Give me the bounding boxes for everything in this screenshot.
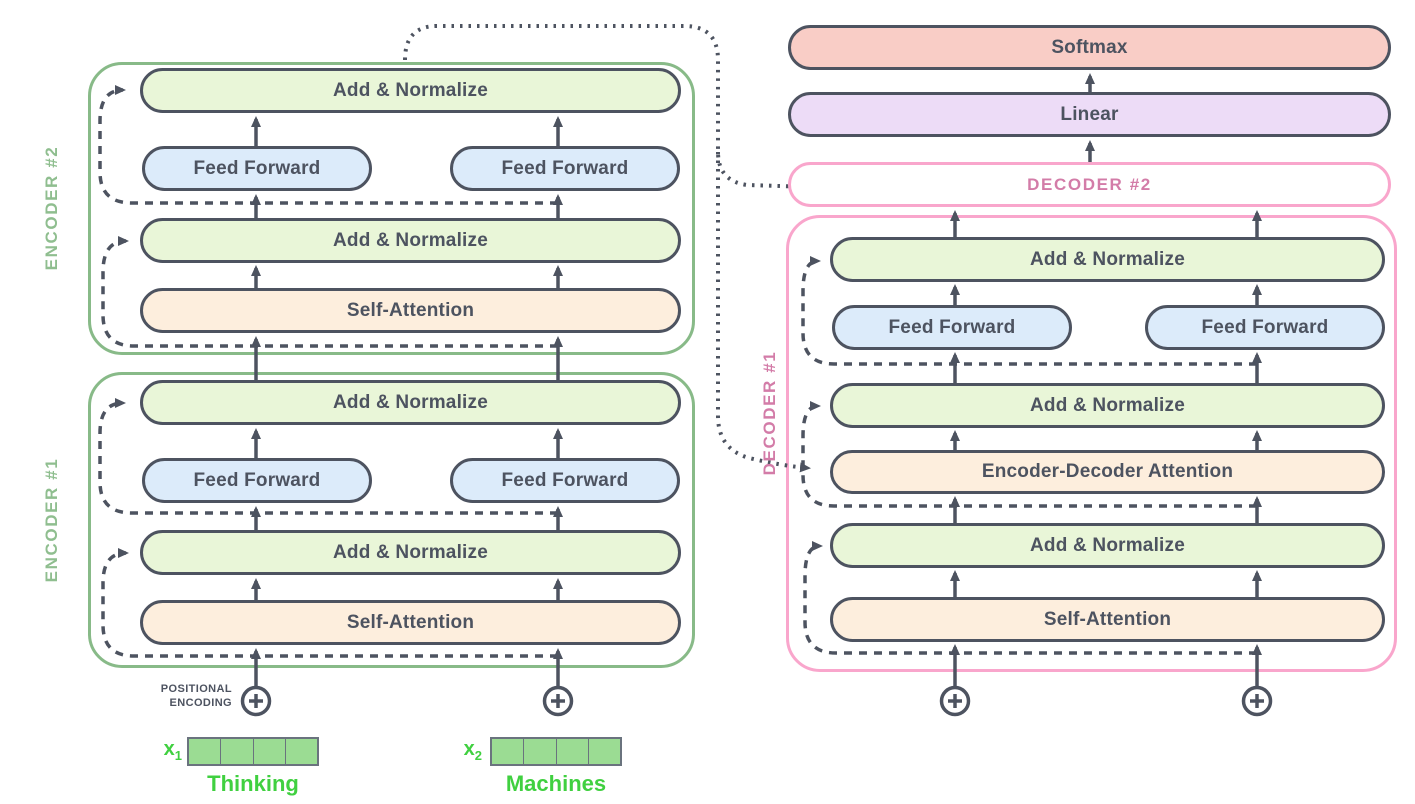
residual-path-decoder1-selfattn bbox=[803, 541, 1257, 655]
embedding-cell bbox=[587, 739, 620, 764]
encoder2-container bbox=[88, 62, 695, 355]
x2-subscript: 2 bbox=[474, 748, 482, 763]
residual-path-encoder1-selfattn bbox=[101, 548, 558, 658]
decoder1-add-normalize-mid: Add & Normalize bbox=[830, 383, 1385, 428]
encoder1-container bbox=[88, 372, 695, 668]
decoder-arrows bbox=[950, 73, 1262, 687]
residual-connections bbox=[98, 85, 1257, 658]
decoder1-container bbox=[786, 215, 1397, 672]
plus-circle-icon bbox=[939, 685, 971, 717]
encoder1-label: ENCODER #1 bbox=[42, 457, 61, 583]
encoder1-add-normalize-mid: Add & Normalize bbox=[140, 530, 681, 575]
decoder1-add-normalize-top: Add & Normalize bbox=[830, 237, 1385, 282]
decoder1-feed-forward-left: Feed Forward bbox=[832, 305, 1072, 350]
residual-path-encoder1-ff bbox=[98, 398, 558, 515]
encoder2-label: ENCODER #2 bbox=[42, 145, 61, 271]
positional-encoding-line2: ENCODING bbox=[169, 696, 232, 709]
decoder1-add-normalize-bottom: Add & Normalize bbox=[830, 523, 1385, 568]
encoder2-feed-forward-right: Feed Forward bbox=[450, 146, 680, 191]
embedding-vector-x1 bbox=[187, 737, 319, 766]
decoder1-encoder-decoder-attention: Encoder-Decoder Attention bbox=[830, 450, 1385, 494]
encoder2-self-attention: Self-Attention bbox=[140, 288, 681, 333]
plus-circle-icon bbox=[542, 685, 574, 717]
x1-label: x1 bbox=[148, 738, 182, 763]
positional-encoding-line1: POSITIONAL bbox=[160, 683, 232, 695]
positional-encoding-label: POSITIONAL ENCODING bbox=[116, 683, 232, 710]
encoder2-add-normalize-mid: Add & Normalize bbox=[140, 218, 681, 263]
encoder2-feed-forward-left: Feed Forward bbox=[142, 146, 372, 191]
residual-path-decoder1-encdecattn bbox=[801, 401, 1257, 508]
x2-base: x bbox=[463, 738, 475, 760]
linear-pill: Linear bbox=[788, 92, 1391, 137]
encoder1-self-attention: Self-Attention bbox=[140, 600, 681, 645]
encoder1-feed-forward-left: Feed Forward bbox=[142, 458, 372, 503]
residual-path-encoder2-selfattn bbox=[101, 236, 558, 348]
input-word-1: Thinking bbox=[207, 771, 299, 796]
embedding-vector-x2 bbox=[490, 737, 622, 766]
decoder1-feed-forward-right: Feed Forward bbox=[1145, 305, 1385, 350]
x2-label: x2 bbox=[448, 738, 482, 763]
input-word-2: Machines bbox=[505, 771, 607, 796]
decoder1-self-attention: Self-Attention bbox=[830, 597, 1385, 642]
plus-circle-icon bbox=[240, 685, 272, 717]
x1-subscript: 1 bbox=[174, 748, 182, 763]
residual-path-decoder1-ff bbox=[801, 256, 1257, 366]
embedding-cell bbox=[492, 739, 523, 764]
x1-base: x bbox=[163, 738, 175, 760]
decoder1-label: DECODER #1 bbox=[760, 350, 779, 476]
positional-encoding-adders bbox=[240, 685, 1273, 717]
residual-path-encoder2-ff bbox=[98, 85, 558, 205]
decoder2-pill: DECODER #2 bbox=[788, 162, 1391, 207]
softmax-pill: Softmax bbox=[788, 25, 1391, 70]
plus-circle-icon bbox=[1241, 685, 1273, 717]
embedding-cell bbox=[220, 739, 252, 764]
encoder2-add-normalize-top: Add & Normalize bbox=[140, 68, 681, 113]
embedding-cell bbox=[284, 739, 317, 764]
embedding-cell bbox=[189, 739, 220, 764]
encoder1-add-normalize-top: Add & Normalize bbox=[140, 380, 681, 425]
embedding-cell bbox=[555, 739, 588, 764]
embedding-cell bbox=[523, 739, 555, 764]
encoder1-feed-forward-right: Feed Forward bbox=[450, 458, 680, 503]
embedding-cell bbox=[252, 739, 285, 764]
